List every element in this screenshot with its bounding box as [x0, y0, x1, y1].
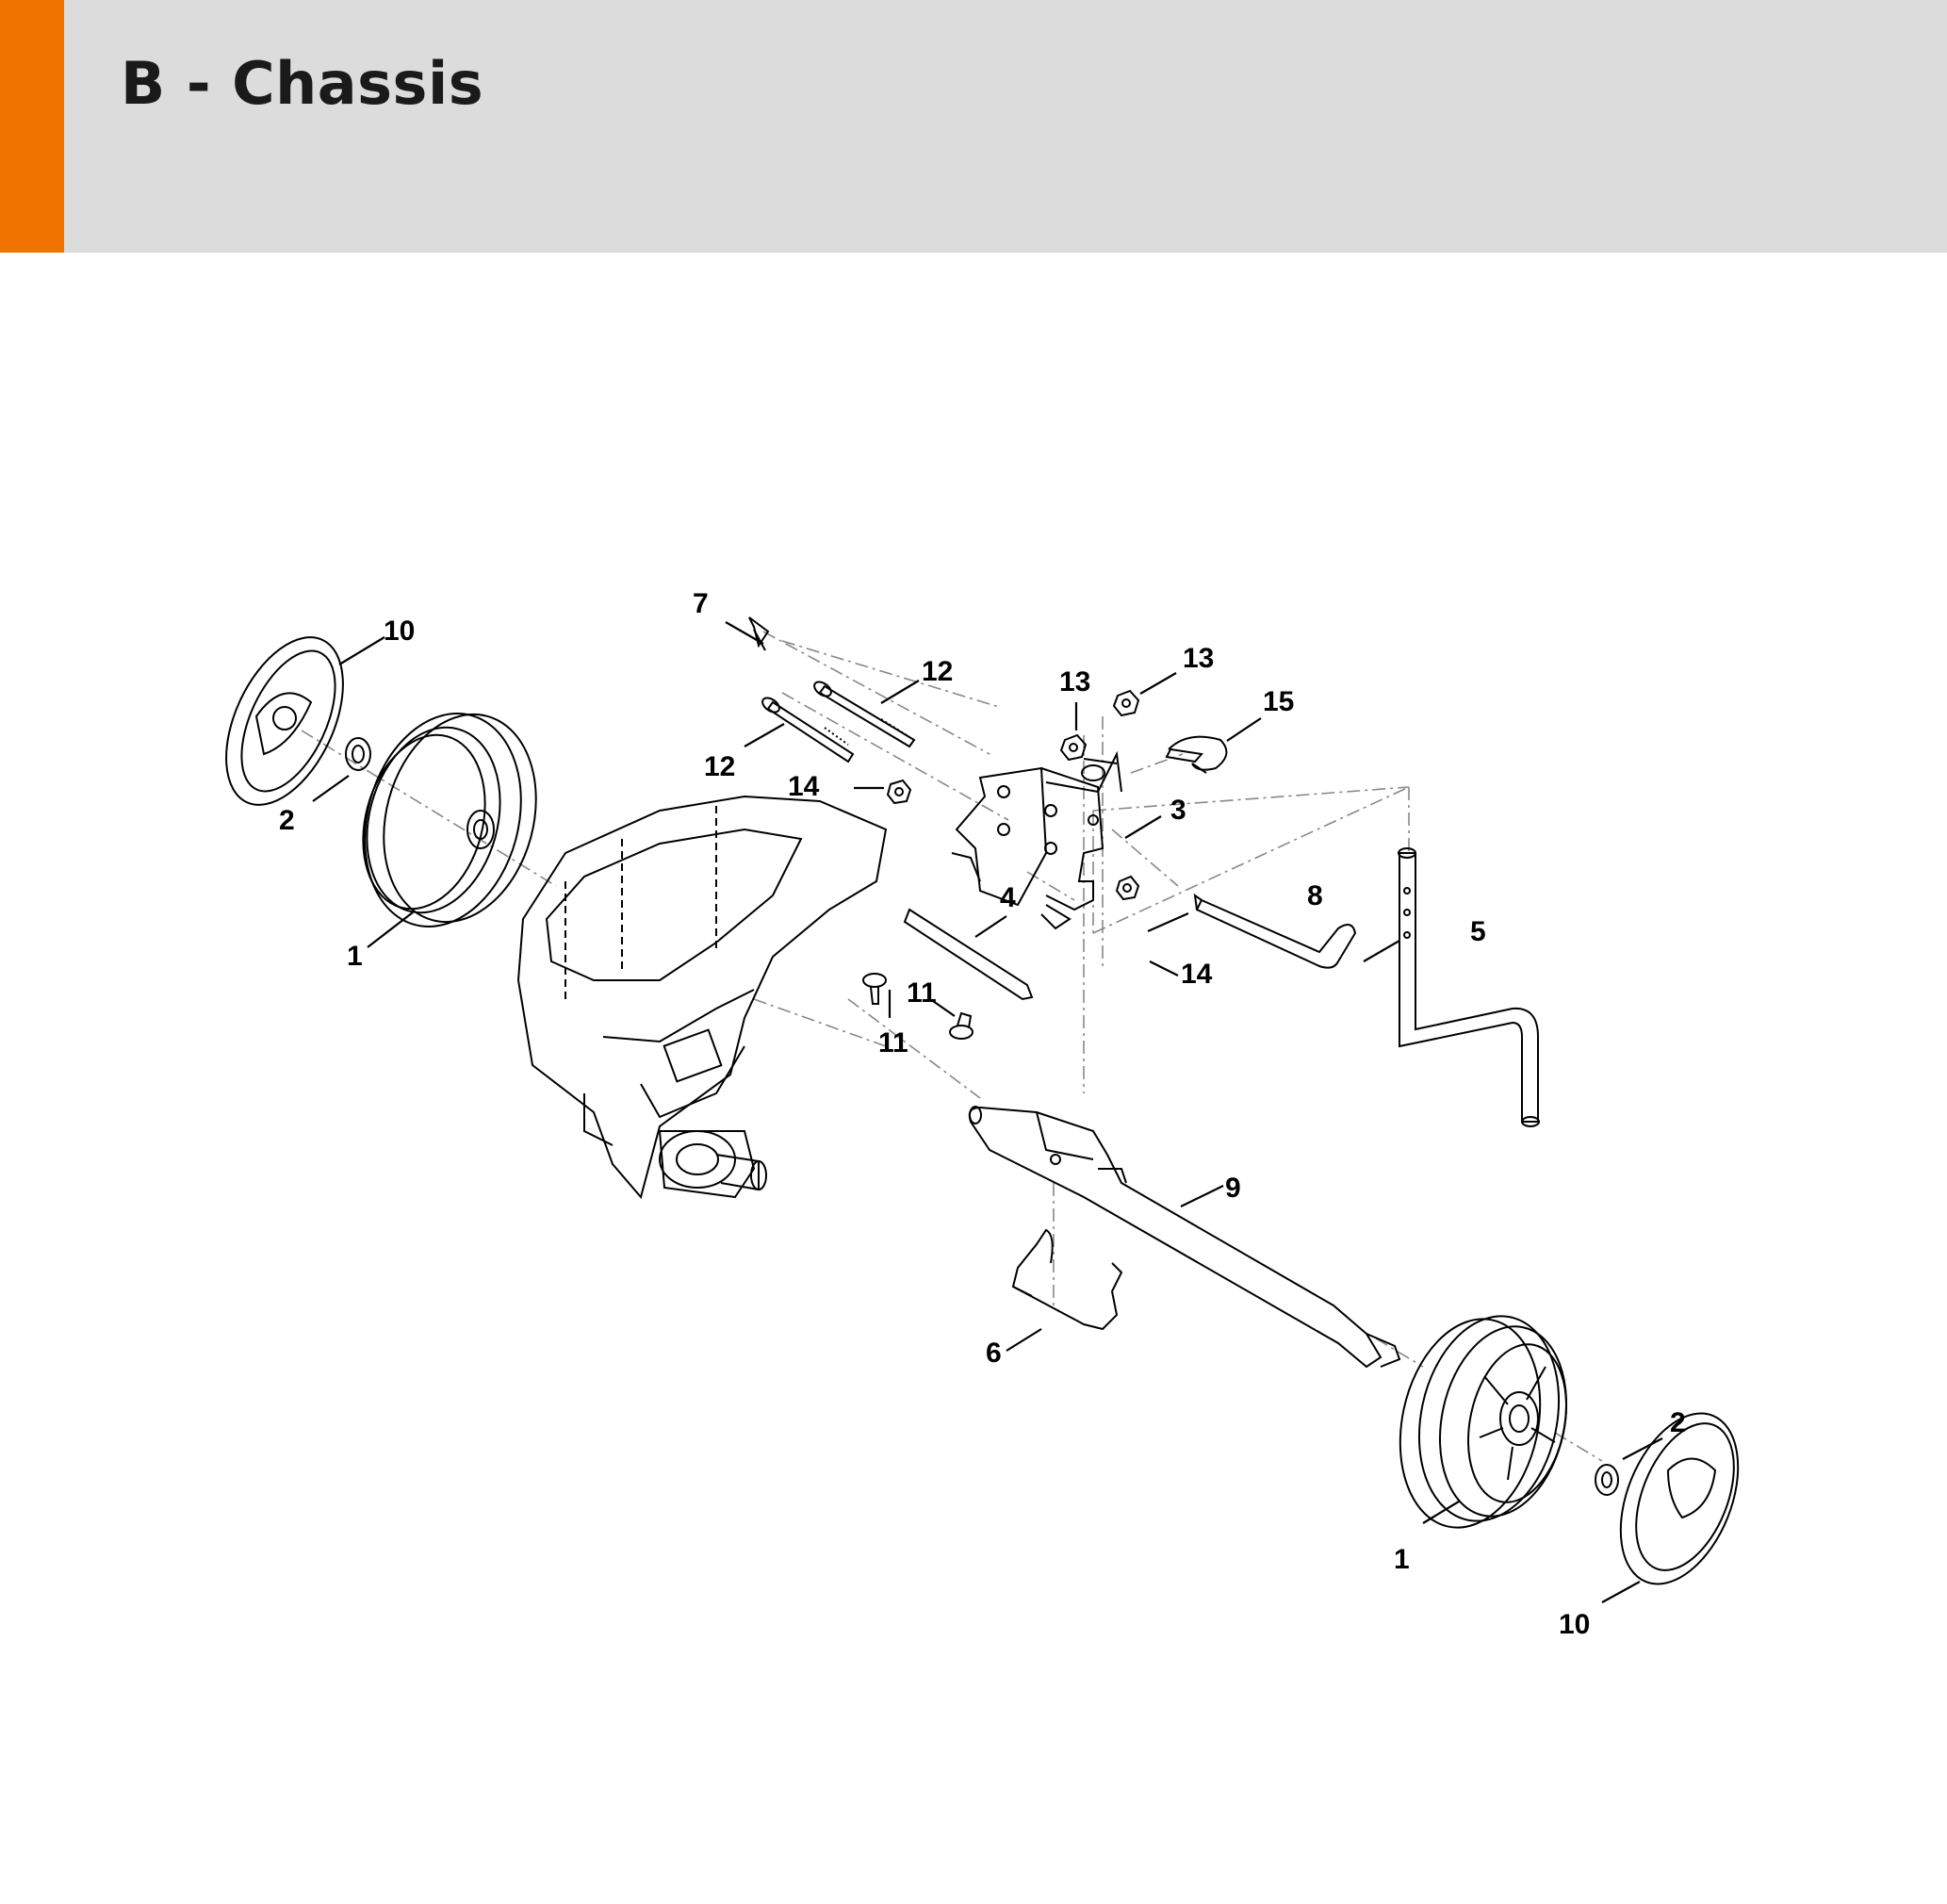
page-header [0, 0, 1947, 253]
callout-15: 15 [1263, 686, 1294, 717]
height-lever-icon [1398, 847, 1540, 1127]
cable-clamp-icon [1165, 735, 1228, 774]
callout-1: 1 [1394, 1544, 1410, 1575]
nut-icon [1059, 733, 1088, 762]
callout-6: 6 [986, 1338, 1002, 1369]
spring-icon [1011, 1228, 1123, 1331]
axle-icon [968, 1106, 1401, 1369]
wheel-icon [362, 713, 537, 927]
hub-cap-icon [1619, 1412, 1740, 1585]
callout-1: 1 [347, 941, 363, 972]
callout-14: 14 [788, 771, 820, 802]
nut-icon [886, 779, 912, 805]
callout-12: 12 [704, 751, 735, 782]
callout-2: 2 [1670, 1407, 1686, 1438]
callout-10: 10 [1559, 1609, 1590, 1640]
carriage-bolt-icon [862, 973, 887, 1005]
callout-13: 13 [1059, 666, 1090, 698]
carriage-bolt-icon [949, 1011, 974, 1040]
callout-5: 5 [1470, 916, 1486, 947]
bolt-icon [813, 681, 916, 748]
hub-cap-icon [225, 636, 344, 806]
callout-2: 2 [279, 805, 295, 836]
callout-12: 12 [922, 656, 953, 687]
clip-icon [748, 616, 770, 651]
header-accent-bar [0, 0, 64, 253]
callout-14: 14 [1181, 959, 1213, 990]
callout-7: 7 [693, 588, 709, 619]
chassis-deck-icon [516, 795, 888, 1200]
callout-9: 9 [1225, 1173, 1241, 1204]
assembly-guide-lines [301, 631, 1603, 1462]
callout-11: 11 [907, 977, 937, 1009]
callout-11: 11 [878, 1027, 908, 1059]
callout-8: 8 [1307, 880, 1323, 911]
washer-icon [345, 737, 371, 771]
bolt-icon [761, 697, 855, 763]
mounting-plate-icon [903, 908, 1034, 1001]
nut-icon [1112, 689, 1140, 717]
callout-10: 10 [384, 616, 415, 647]
callout-leader-lines [312, 621, 1663, 1603]
callout-4: 4 [1000, 882, 1016, 913]
callout-3: 3 [1170, 795, 1186, 826]
washer-icon [1595, 1464, 1619, 1496]
page-title: B - Chassis [121, 49, 484, 118]
nut-icon [1115, 875, 1140, 901]
adjustment-pin-icon [1193, 893, 1357, 969]
wheel-icon [1399, 1315, 1568, 1529]
callout-13: 13 [1183, 643, 1214, 674]
height-adjust-bracket-icon [951, 750, 1122, 930]
